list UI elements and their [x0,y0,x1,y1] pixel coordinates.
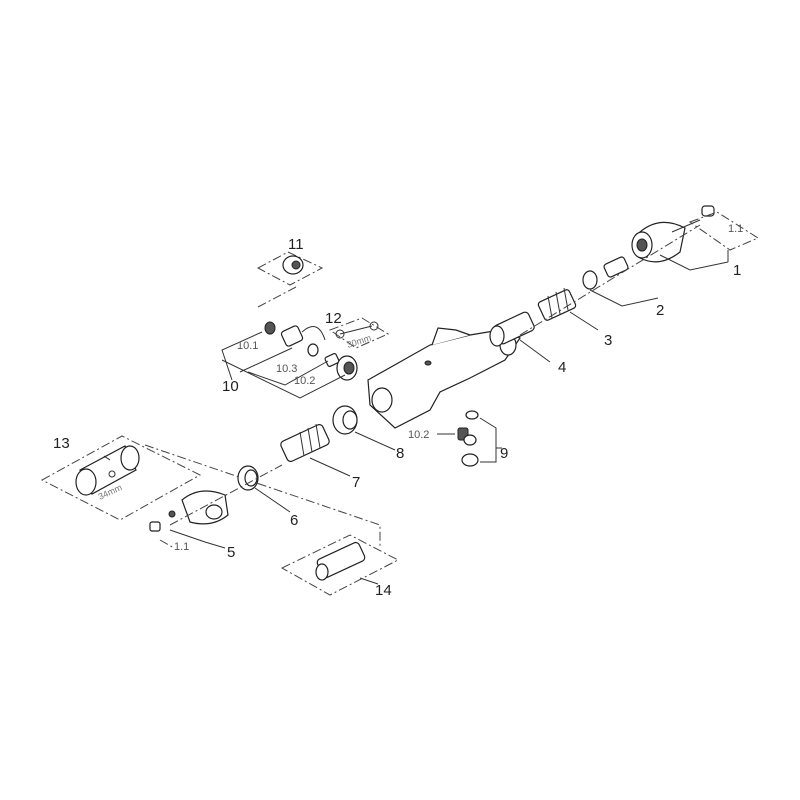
part-1-1-callout [688,211,760,251]
part-1-1-bottom-dash [159,539,175,549]
label-9: 9 [500,445,508,462]
label-12: 12 [325,310,342,327]
axis-line-13 [144,444,381,548]
part-11-callout [256,251,324,286]
part-12-callout [328,317,390,349]
axis-line-right [519,224,701,336]
label-14: 14 [375,582,392,599]
part-6-ring [237,465,259,491]
part-1-handle [631,205,715,263]
label-10-1: 10.1 [237,340,258,352]
label-10: 10 [222,378,239,395]
part-6-leader [254,487,291,513]
label-1: 1 [733,262,741,279]
part-4-insert [489,311,535,347]
label-6: 6 [290,512,298,529]
axis-line-left [169,464,283,526]
part-labels: 1 1.1 2 3 4 5 1.1 6 7 8 9 10.2 10 10.1 1… [53,223,743,599]
part-12-wrench [335,321,379,339]
part-9-leader [479,417,497,463]
part-7-leader [309,457,351,477]
part-10-connector-set [264,321,358,381]
label-3: 3 [604,332,612,349]
part-13-tool [75,445,140,496]
leader-10-3 [247,360,329,386]
part-7-cartridge [280,423,330,462]
label-2: 2 [656,302,664,319]
part-14-leader [359,577,379,585]
part-1-leader [659,254,729,271]
label-11: 11 [288,236,304,253]
label-5: 5 [227,544,235,561]
part-14-cartridge [315,541,366,581]
part-3-cartridge [537,287,577,321]
label-10-2: 10.2 [294,375,315,387]
part-2-leader [589,289,659,307]
label-7: 7 [352,474,360,491]
part-9-aerator [457,410,479,467]
part-14-callout [280,534,400,596]
label-1-1-top: 1.1 [728,223,743,235]
part-11-nut [282,255,304,275]
part-8-leader [354,431,396,451]
label-10-3: 10.3 [276,363,297,375]
part-2-valve [582,256,629,290]
leader-10 [239,347,293,373]
part-8-nut [332,405,358,435]
label-4: 4 [558,359,566,376]
leader-10-1 [221,331,263,381]
part-5-handle [149,490,229,532]
label-8: 8 [396,445,404,462]
part-10-dash [257,286,297,308]
part-13-callout [40,435,202,521]
part-3-leader [569,311,599,331]
label-1-1-bottom: 1.1 [174,541,189,553]
wrench-size-label: 30mm [346,333,373,350]
label-10-2-side: 10.2 [408,429,429,441]
label-13: 13 [53,435,70,452]
part-5-leader [169,529,226,549]
leader-10-2 [221,359,346,399]
part-4-leader [519,339,551,363]
faucet-body [367,327,521,429]
